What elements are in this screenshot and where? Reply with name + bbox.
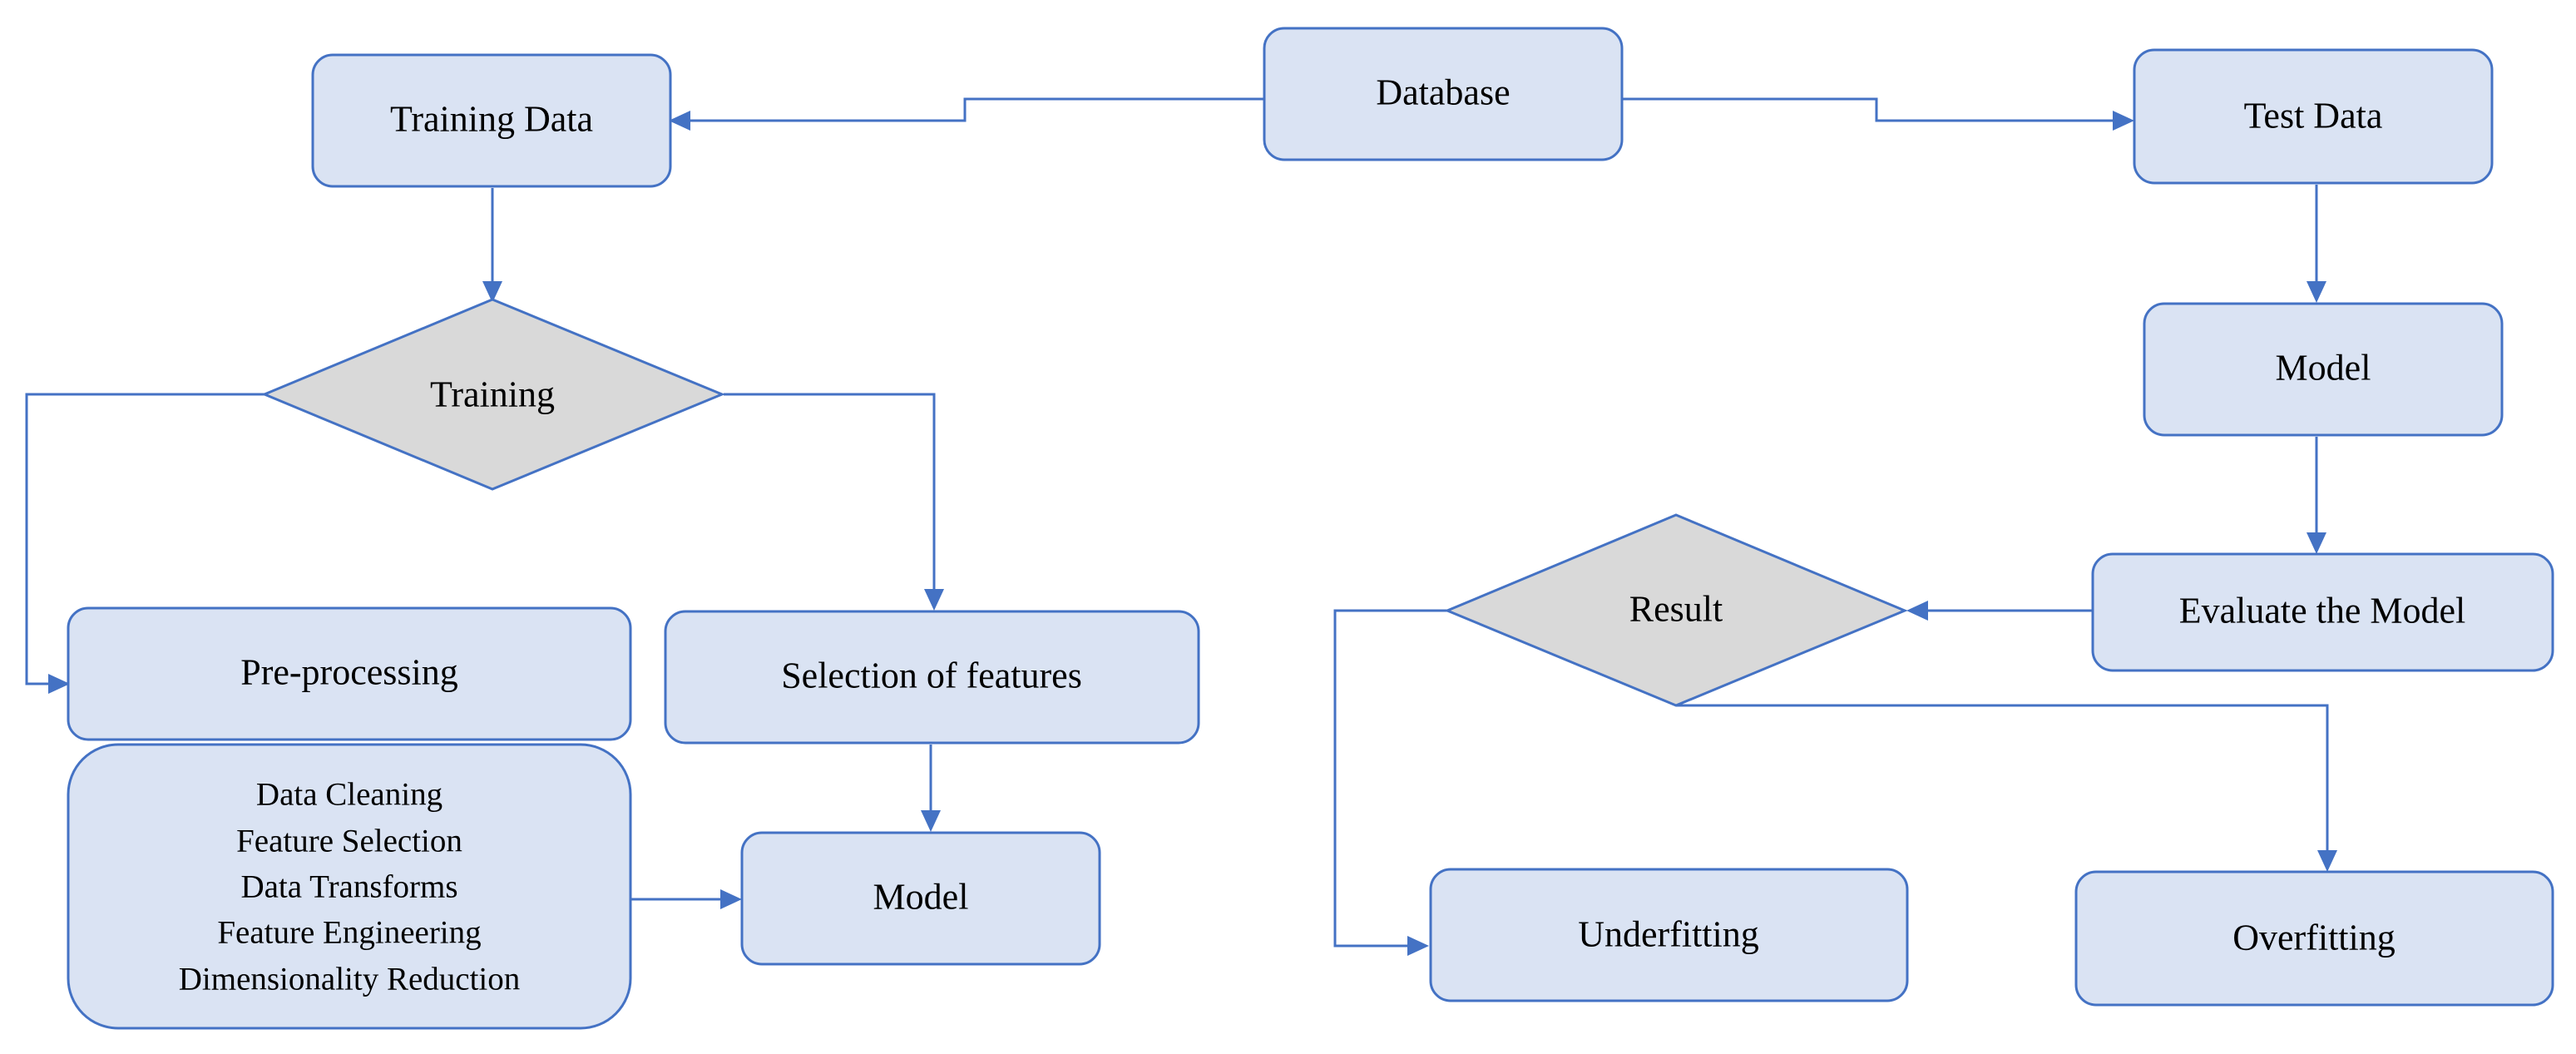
selection-of-features-box — [664, 610, 1200, 745]
arrowhead-model-from-steps — [720, 889, 742, 909]
preprocessing-step: Dimensionality Reduction — [179, 962, 521, 997]
preprocessing-box — [67, 606, 632, 741]
connector-training-to-preprocessing — [25, 393, 266, 685]
arrowhead-preprocessing — [48, 674, 70, 694]
preprocessing-steps-box — [67, 743, 632, 1030]
arrowhead-evaluate — [2307, 532, 2326, 554]
arrowhead-overfitting — [2317, 850, 2337, 872]
arrowhead-result — [1906, 601, 1928, 621]
evaluate-model-box — [2091, 552, 2554, 672]
underfitting-box — [1429, 868, 1909, 1002]
arrowhead-model-right — [2307, 281, 2326, 303]
preprocessing-step: Feature Engineering — [217, 915, 481, 951]
arrowhead-training-data — [669, 111, 690, 131]
preprocessing-label: Pre-processing — [240, 652, 458, 693]
arrowhead-model-left — [921, 810, 941, 832]
arrowhead-selection — [924, 589, 944, 611]
evaluate-model-label: Evaluate the Model — [2179, 591, 2466, 631]
arrowhead-training — [482, 281, 502, 303]
preprocessing-step: Data Cleaning — [256, 777, 443, 813]
result-label: Result — [1629, 589, 1723, 630]
underfitting-label: Underfitting — [1578, 914, 1759, 955]
model-left-box — [740, 831, 1101, 966]
model-left-label: Model — [873, 877, 969, 918]
connector-database-to-training-data — [669, 97, 1264, 122]
connector-training-to-selection — [724, 393, 936, 589]
arrowhead-underfitting — [1407, 936, 1429, 956]
training-diamond — [261, 298, 725, 491]
arrowhead-test-data — [2113, 111, 2134, 131]
database-box — [1263, 27, 1624, 161]
test-data-label: Test Data — [2244, 96, 2383, 136]
model-right-box — [2143, 302, 2504, 437]
connector-result-to-overfitting — [1676, 704, 2329, 850]
connector-database-to-test-data — [1622, 97, 2113, 122]
test-data-box — [2133, 48, 2494, 185]
database-label: Database — [1376, 72, 1510, 113]
training-data-box — [311, 53, 672, 188]
connector-result-to-underfitting — [1333, 609, 1447, 948]
overfitting-label: Overfitting — [2232, 918, 2396, 958]
result-diamond — [1444, 513, 1908, 707]
training-label: Training — [430, 374, 555, 415]
preprocessing-step: Feature Selection — [236, 824, 462, 859]
selection-of-features-label: Selection of features — [781, 656, 1082, 696]
overfitting-box — [2074, 870, 2554, 1007]
preprocessing-step: Data Transforms — [240, 869, 457, 905]
training-data-label: Training Data — [390, 99, 593, 140]
model-right-label: Model — [2276, 348, 2371, 388]
